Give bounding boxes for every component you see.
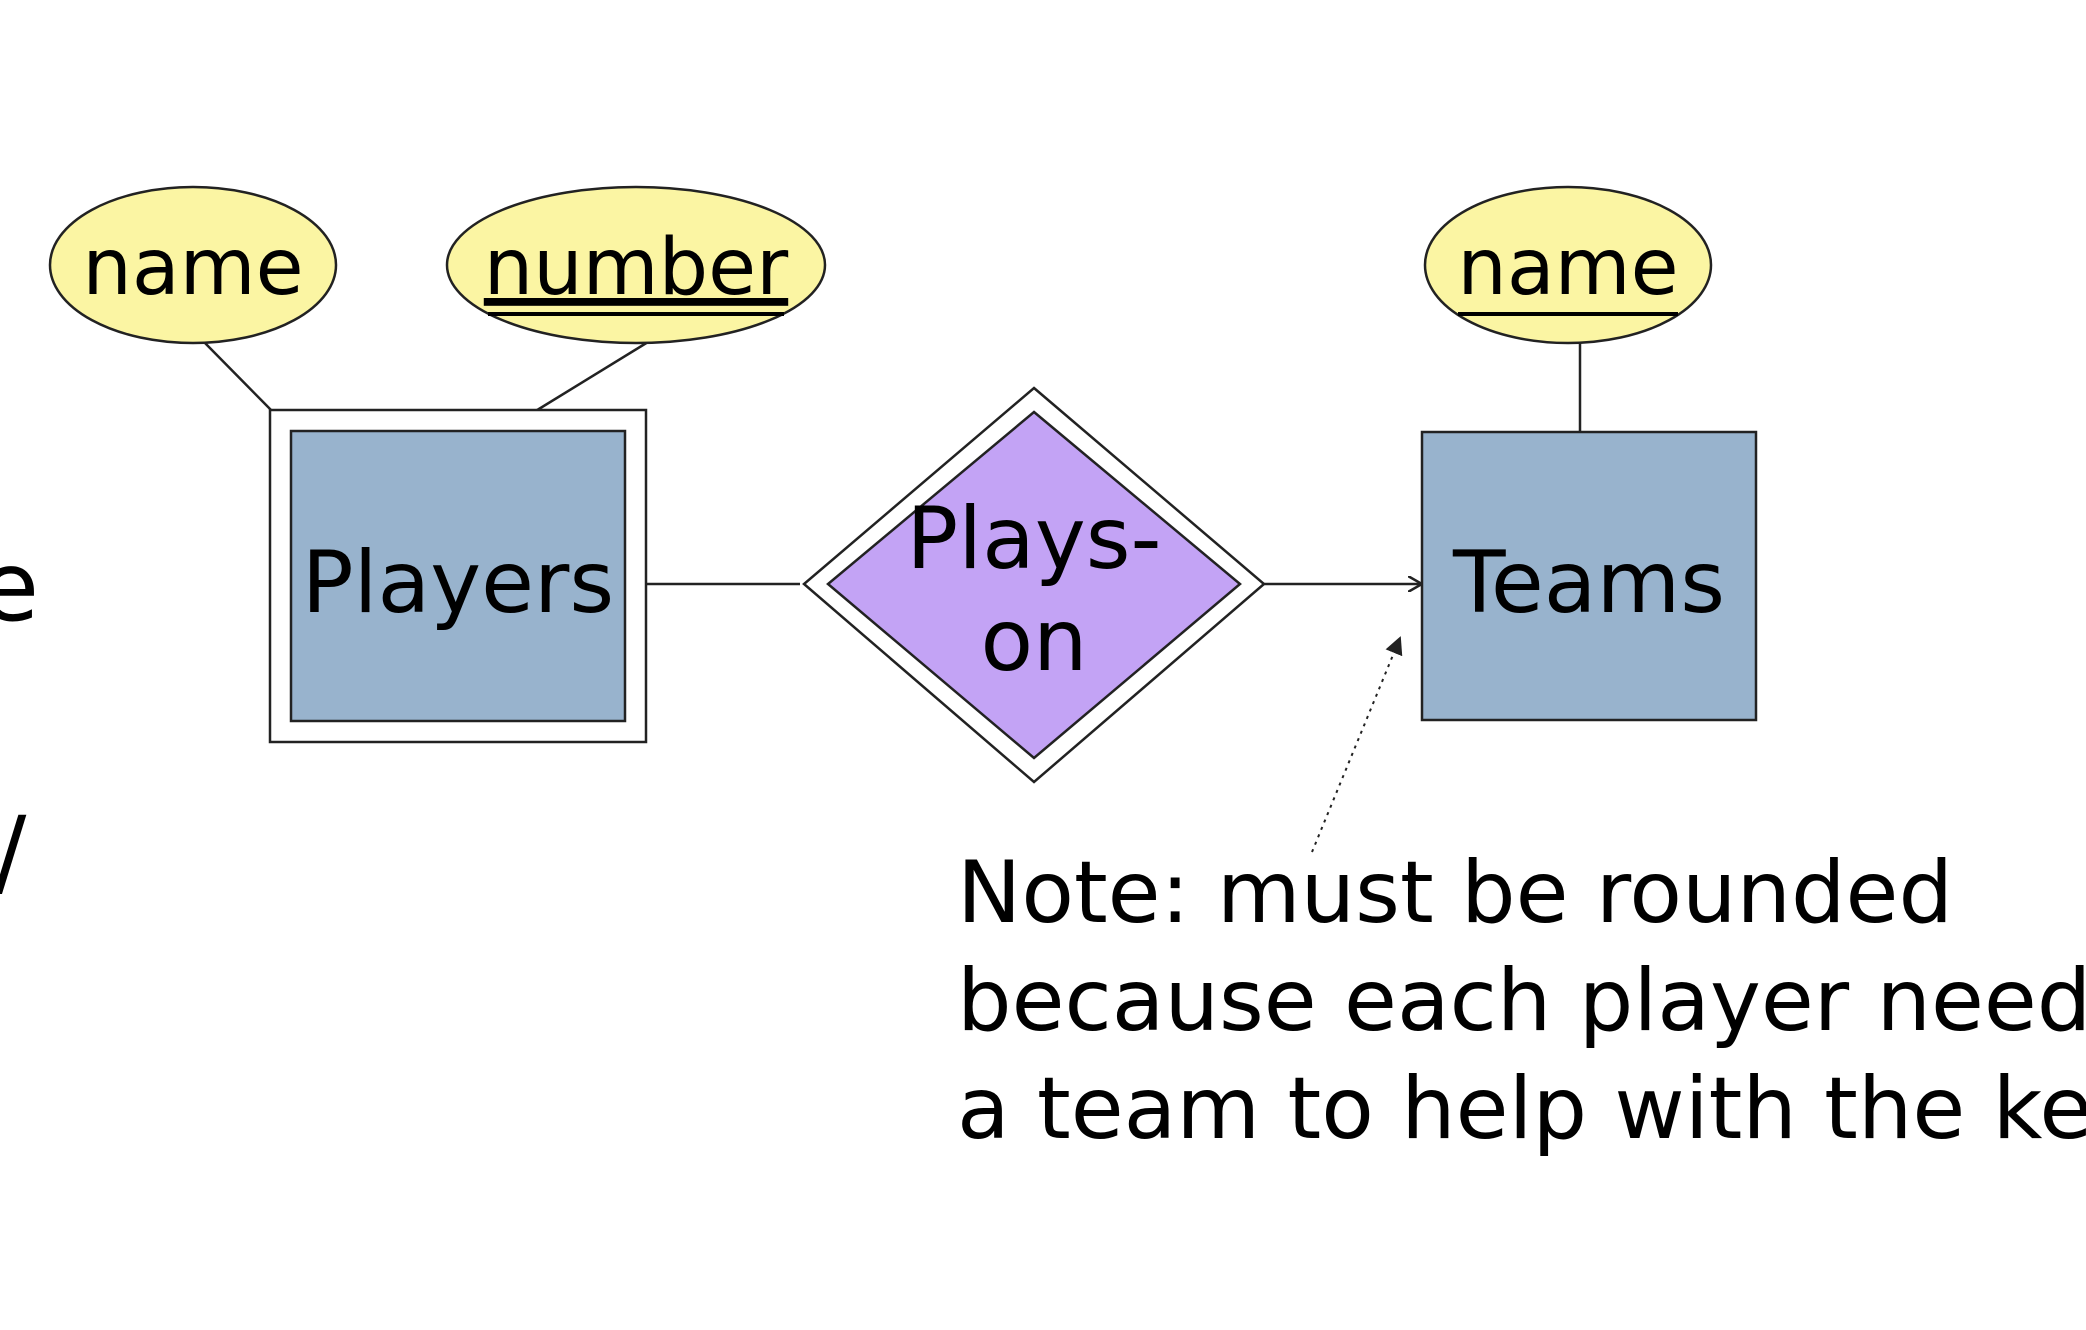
edge-fragment-top: e [0,531,39,643]
note-pointer [1311,636,1403,853]
attribute-player-number-label: number [484,223,789,313]
entity-teams: Teams [1420,430,1758,722]
attribute-team-name-label: name [1457,223,1678,313]
attribute-player-number: number [445,185,827,345]
entity-players: Players [268,408,648,744]
attribute-player-name: name [48,185,338,345]
relationship-plays-on: Plays- on [802,386,1266,784]
attribute-ellipse [445,185,827,345]
players-name-connector [203,341,274,413]
entity-teams-label: Teams [1452,533,1725,633]
attribute-ellipse [1423,185,1713,345]
attribute-ellipse [48,185,338,345]
attribute-player-name-label: name [82,223,303,313]
note-line-3: a team to help with the key. [957,1059,2086,1159]
entity-box [1420,430,1758,722]
entity-players-label: Players [302,533,614,633]
relationship-diamond [826,410,1242,760]
attribute-team-name: name [1423,185,1713,345]
players-number-connector [533,340,649,414]
note-line-2: because each player needs [957,951,2086,1051]
edge-fragment-bottom: / [0,796,27,908]
relationship-label-line2: on [980,591,1087,691]
note-line-1: Note: must be rounded [957,843,1953,943]
entity-box [289,429,627,723]
note: Note: must be rounded because each playe… [957,843,2086,1159]
relationship-label-line1: Plays- [906,489,1161,589]
